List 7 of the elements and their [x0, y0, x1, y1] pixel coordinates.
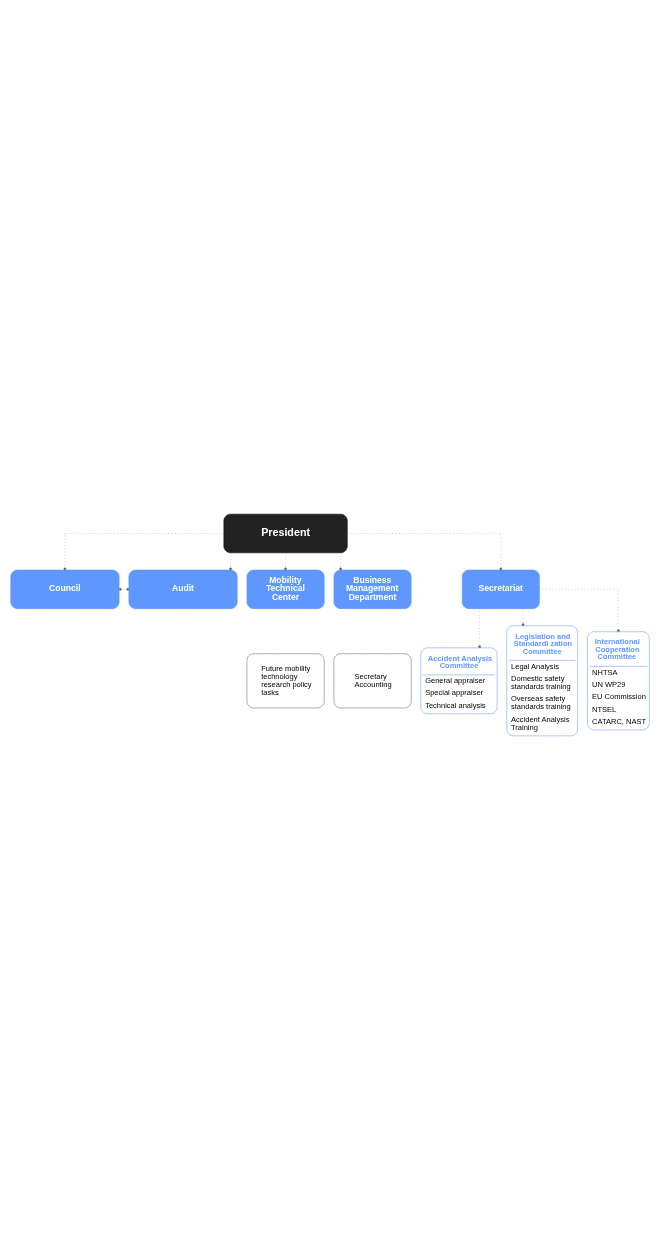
connector — [63, 533, 225, 571]
connector — [539, 589, 620, 632]
node-box: President — [223, 513, 348, 554]
connector — [229, 552, 232, 571]
connector — [347, 533, 503, 571]
connector — [284, 552, 287, 571]
connector — [339, 552, 342, 571]
